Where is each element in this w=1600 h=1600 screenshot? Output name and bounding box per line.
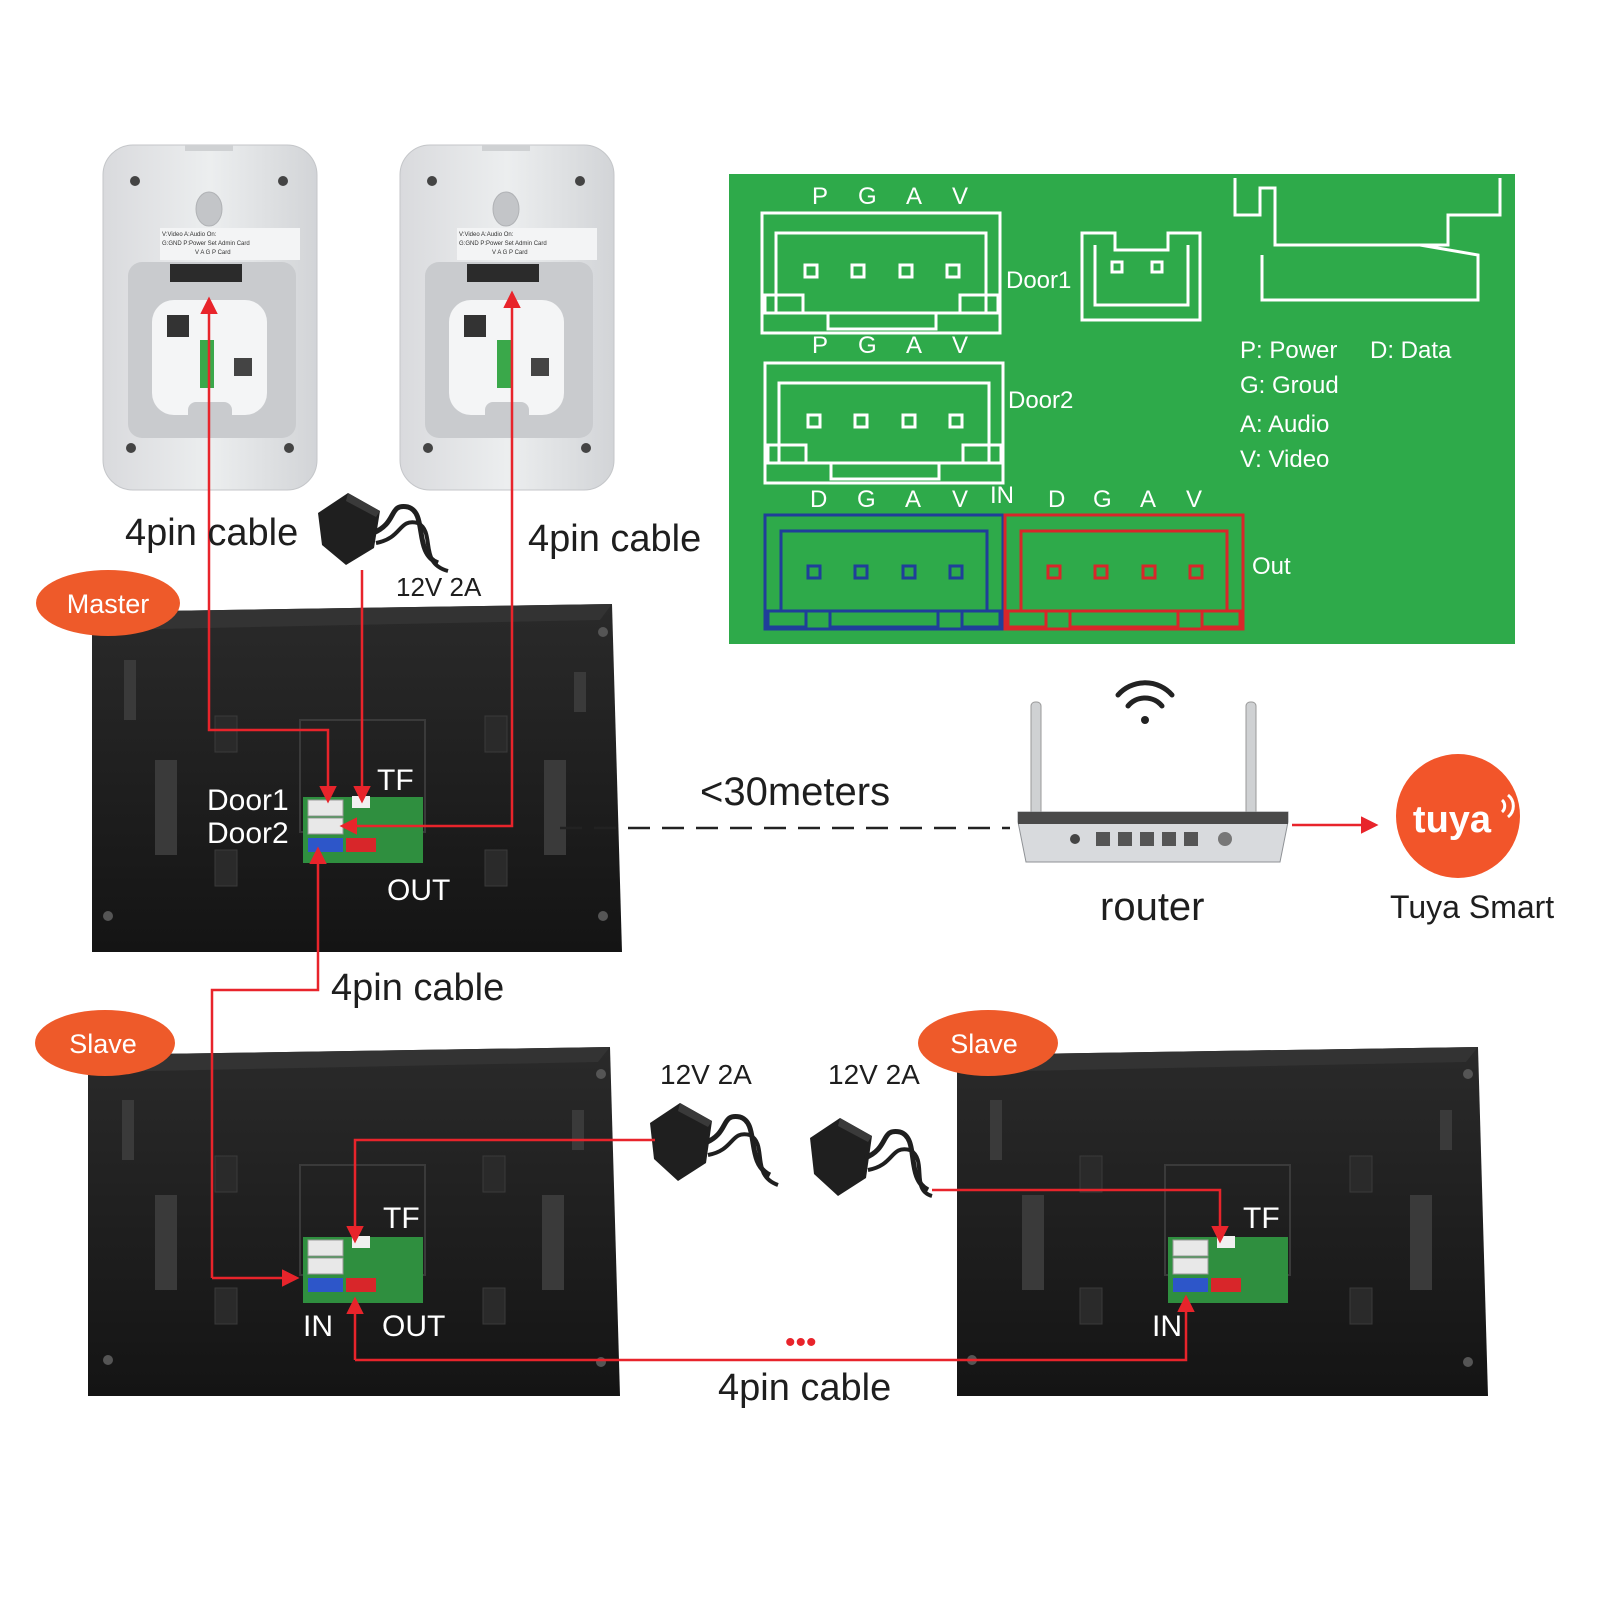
doorbell-1-connector	[170, 264, 242, 282]
plate-text-2: G:GND P:Power Set Admin Card	[162, 241, 250, 247]
master-door1-label: Door1	[207, 784, 289, 817]
doorbell-1: V:Video A:Audio On: G:GND P:Power Set Ad…	[102, 144, 318, 491]
master-out-port	[346, 838, 376, 852]
pcb-door1-label: Door1	[1006, 267, 1071, 294]
wiring	[200, 290, 1379, 1362]
master-tf-label: TF	[377, 764, 414, 797]
out-pin-g: G	[1093, 486, 1112, 513]
door2-pin-a: A	[906, 332, 922, 359]
legend-power: P: Power	[1240, 337, 1337, 364]
master-slave-cable-label: 4pin cable	[331, 967, 504, 1009]
master-power-label: 12V 2A	[396, 572, 482, 602]
slave2-in-label: IN	[1152, 1310, 1182, 1343]
door1-pin-a: A	[906, 183, 922, 210]
power-adapter-icon	[810, 1118, 933, 1198]
pcb-out-connector	[1003, 513, 1245, 631]
master-badge: Master	[36, 570, 180, 636]
master-door2-label: Door2	[207, 817, 289, 850]
tuya-logo-icon: tuya	[1396, 754, 1520, 878]
slave1-in-label: IN	[303, 1310, 333, 1343]
slave1-badge-label: Slave	[69, 1029, 137, 1059]
wire-doorbell1-door1	[207, 470, 337, 804]
door2-pin-g: G	[858, 332, 877, 359]
legend-audio: A: Audio	[1240, 411, 1329, 438]
wire-doorbell2-door2	[339, 470, 514, 835]
master-monitor	[92, 604, 622, 952]
door2-pin-p: P	[812, 332, 828, 359]
plate-text-3: V A G P Card	[195, 250, 231, 256]
tuya-logo-text: tuya	[1413, 799, 1492, 841]
pcb-pinout-diagram: P G A V P G A V D G A V D G A V Door1 Do…	[729, 174, 1515, 644]
wifi-icon	[1115, 680, 1175, 724]
pcb-door2-label: Door2	[1008, 387, 1073, 414]
router-label: router	[1100, 885, 1205, 929]
distance-label: <30meters	[700, 770, 890, 814]
slave1-tf-label: TF	[383, 1202, 420, 1235]
plate-text-1: V:Video A:Audio On:	[459, 232, 514, 238]
slave1-out-label: OUT	[382, 1310, 445, 1343]
slave2-power-label: 12V 2A	[828, 1059, 920, 1090]
door2-pin-v: V	[952, 332, 968, 359]
plate-text-2: G:GND P:Power Set Admin Card	[459, 241, 547, 247]
bottom-cable-label: 4pin cable	[718, 1367, 891, 1409]
plate-text-3: V A G P Card	[492, 250, 528, 256]
pcb-in-label: IN	[990, 482, 1014, 509]
in-pin-a: A	[905, 486, 921, 513]
door1-pin-g: G	[858, 183, 877, 210]
legend-data: D: Data	[1370, 337, 1452, 364]
slave2-badge-label: Slave	[950, 1029, 1018, 1059]
master-door2-port	[307, 817, 344, 835]
router	[1017, 701, 1289, 863]
slave1-out-port	[346, 1278, 376, 1292]
slave1-in-port	[308, 1278, 343, 1292]
legend-video: V: Video	[1240, 446, 1329, 473]
slave1-power-label: 12V 2A	[660, 1059, 752, 1090]
wire-master-slave1	[210, 846, 327, 1278]
slave2-tf-label: TF	[1243, 1202, 1280, 1235]
power-adapter-icon	[650, 1103, 779, 1187]
doorbell2-cable-label: 4pin cable	[528, 518, 701, 560]
doorbell-2-connector	[467, 264, 539, 282]
slave2-badge: Slave	[918, 1010, 1058, 1076]
power-adapter-icon	[318, 493, 449, 573]
master-badge-label: Master	[67, 589, 150, 619]
out-pin-v: V	[1186, 486, 1202, 513]
wire-slave2-power	[932, 1188, 1229, 1244]
doorbell1-cable-label: 4pin cable	[125, 512, 298, 554]
slave2-monitor	[957, 1047, 1488, 1396]
wire-slave2-in	[355, 1294, 1195, 1362]
tuya-smart-label: Tuya Smart	[1390, 889, 1554, 925]
wire-slave1-power	[346, 1138, 655, 1244]
slave1-badge: Slave	[35, 1010, 175, 1076]
door1-pin-v: V	[952, 183, 968, 210]
out-pin-a: A	[1140, 486, 1156, 513]
pcb-out-label: Out	[1252, 553, 1291, 580]
continuation-dots: •••	[785, 1326, 817, 1359]
legend-ground: G: Groud	[1240, 372, 1339, 399]
out-pin-d: D	[1048, 486, 1065, 513]
door1-pin-p: P	[812, 183, 828, 210]
in-pin-g: G	[857, 486, 876, 513]
doorbell-2: V:Video A:Audio On: G:GND P:Power Set Ad…	[399, 144, 615, 491]
plate-text-1: V:Video A:Audio On:	[162, 232, 217, 238]
in-pin-v: V	[952, 486, 968, 513]
slave2-out-port	[1211, 1278, 1241, 1292]
in-pin-d: D	[810, 486, 827, 513]
master-out-label: OUT	[387, 874, 450, 907]
master-door1-port	[307, 799, 344, 817]
slave2-in-port	[1173, 1278, 1208, 1292]
master-in-port	[308, 838, 343, 852]
pcb-in-connector	[763, 513, 1005, 631]
